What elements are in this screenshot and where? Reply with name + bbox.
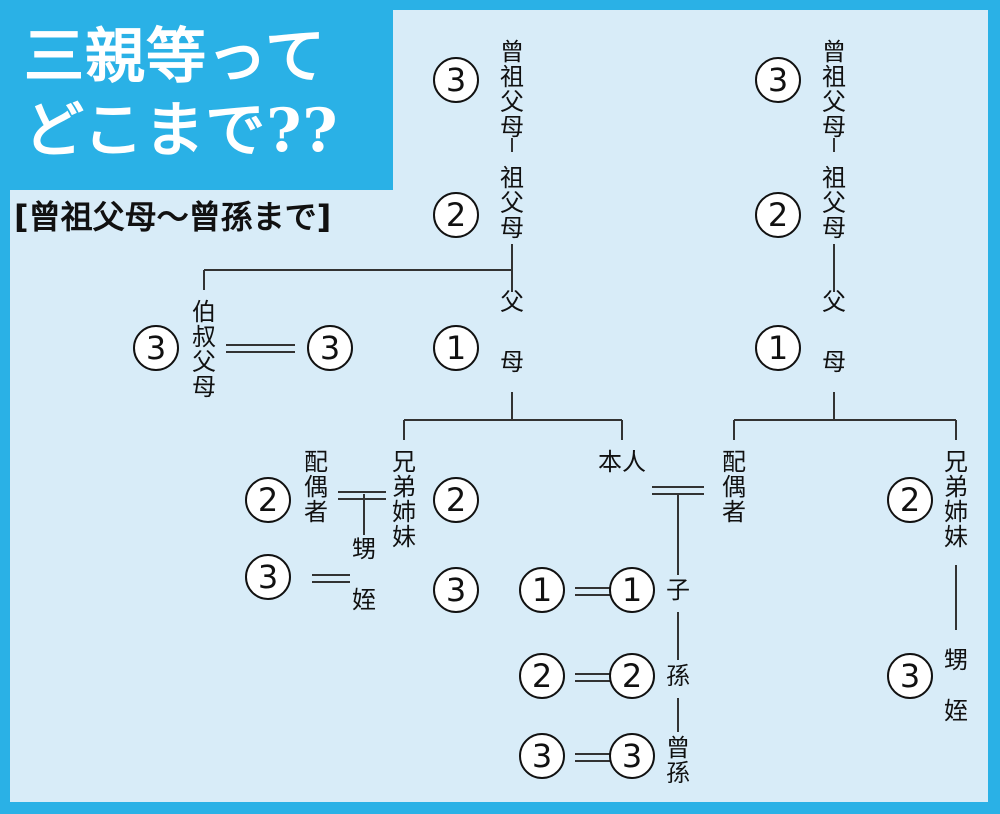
kin-label: 母 xyxy=(822,348,846,376)
degree-number: 3 xyxy=(146,329,166,367)
kin-label: 母 xyxy=(500,348,524,376)
kin-label: 曾 xyxy=(500,38,524,66)
kin-label: 偶 xyxy=(722,473,746,501)
kin-label: 孫 xyxy=(666,662,690,690)
kin-label: 父 xyxy=(822,288,846,316)
degree-circle xyxy=(755,325,801,371)
degree-number: 2 xyxy=(900,481,920,519)
degree-number: 1 xyxy=(446,329,466,367)
kin-label: 曾 xyxy=(666,734,690,762)
kin-label: 本人 xyxy=(598,448,646,476)
degree-circle xyxy=(887,477,933,523)
kin-label: 母 xyxy=(500,214,524,242)
kin-label: 弟 xyxy=(944,473,968,501)
kin-label: 母 xyxy=(192,373,216,401)
degree-circle xyxy=(755,192,801,238)
degree-circle xyxy=(519,653,565,699)
kin-label: 偶 xyxy=(304,473,328,501)
degree-number: 3 xyxy=(900,657,920,695)
degree-circle xyxy=(755,57,801,103)
degree-circle xyxy=(609,733,655,779)
degree-number: 3 xyxy=(622,737,642,775)
degree-number: 1 xyxy=(768,329,788,367)
kin-label: 父 xyxy=(500,189,524,217)
kin-label: 孫 xyxy=(666,759,690,787)
kin-label: 者 xyxy=(722,498,746,526)
degree-circle xyxy=(519,567,565,613)
title-line-2: どこまで?? xyxy=(24,96,339,166)
kin-label: 祖 xyxy=(822,63,846,91)
degree-number: 3 xyxy=(532,737,552,775)
title-line-1: 三親等って xyxy=(24,22,326,92)
degree-number: 3 xyxy=(446,61,466,99)
kin-label: 妹 xyxy=(392,523,416,551)
kin-label: 甥 xyxy=(352,535,376,563)
kin-label: 祖 xyxy=(500,164,524,192)
degree-number: 2 xyxy=(258,481,278,519)
degree-circle xyxy=(245,554,291,600)
degree-number: 2 xyxy=(622,657,642,695)
degree-circle xyxy=(519,733,565,779)
kin-label: 母 xyxy=(822,113,846,141)
kin-label: 祖 xyxy=(500,63,524,91)
kin-label: 母 xyxy=(822,214,846,242)
kin-label: 母 xyxy=(500,113,524,141)
title-box: 三親等って どこまで?? xyxy=(0,0,393,190)
kin-label: 姉 xyxy=(392,498,416,526)
degree-number: 3 xyxy=(446,571,466,609)
kin-label: 妹 xyxy=(944,523,968,551)
degree-circle xyxy=(609,567,655,613)
degree-circle xyxy=(433,567,479,613)
kin-label: 父 xyxy=(192,348,216,376)
kin-label: 姪 xyxy=(944,697,968,725)
degree-number: 2 xyxy=(446,481,466,519)
kin-label: 曾 xyxy=(822,38,846,66)
degree-circle xyxy=(433,477,479,523)
degree-circle xyxy=(245,477,291,523)
kin-label: 配 xyxy=(304,448,328,476)
kin-label: 者 xyxy=(304,498,328,526)
kin-label: 姪 xyxy=(352,586,376,614)
kin-label: 伯 xyxy=(192,298,216,326)
degree-number: 3 xyxy=(768,61,788,99)
kin-label: 祖 xyxy=(822,164,846,192)
degree-circle xyxy=(433,192,479,238)
kin-label: 叔 xyxy=(192,323,216,351)
degree-number: 1 xyxy=(532,571,552,609)
kin-label: 父 xyxy=(822,189,846,217)
degree-number: 3 xyxy=(258,558,278,596)
kin-label: 子 xyxy=(666,576,690,604)
degree-number: 1 xyxy=(622,571,642,609)
degree-number: 2 xyxy=(532,657,552,695)
kin-label: 父 xyxy=(500,288,524,316)
degree-circle xyxy=(433,57,479,103)
kin-label: 父 xyxy=(500,88,524,116)
kin-label: 弟 xyxy=(392,473,416,501)
kin-label: 甥 xyxy=(944,646,968,674)
kin-label: 配 xyxy=(722,448,746,476)
kin-label: 父 xyxy=(822,88,846,116)
kin-label: 兄 xyxy=(944,448,968,476)
degree-number: 2 xyxy=(768,196,788,234)
subtitle: [曾祖父母～曾孫まで] xyxy=(14,198,332,236)
degree-circle xyxy=(433,325,479,371)
degree-circle xyxy=(609,653,655,699)
kin-label: 兄 xyxy=(392,448,416,476)
degree-circle xyxy=(307,325,353,371)
degree-number: 2 xyxy=(446,196,466,234)
degree-circle xyxy=(887,653,933,699)
kin-label: 姉 xyxy=(944,498,968,526)
degree-number: 3 xyxy=(320,329,340,367)
degree-circle xyxy=(133,325,179,371)
